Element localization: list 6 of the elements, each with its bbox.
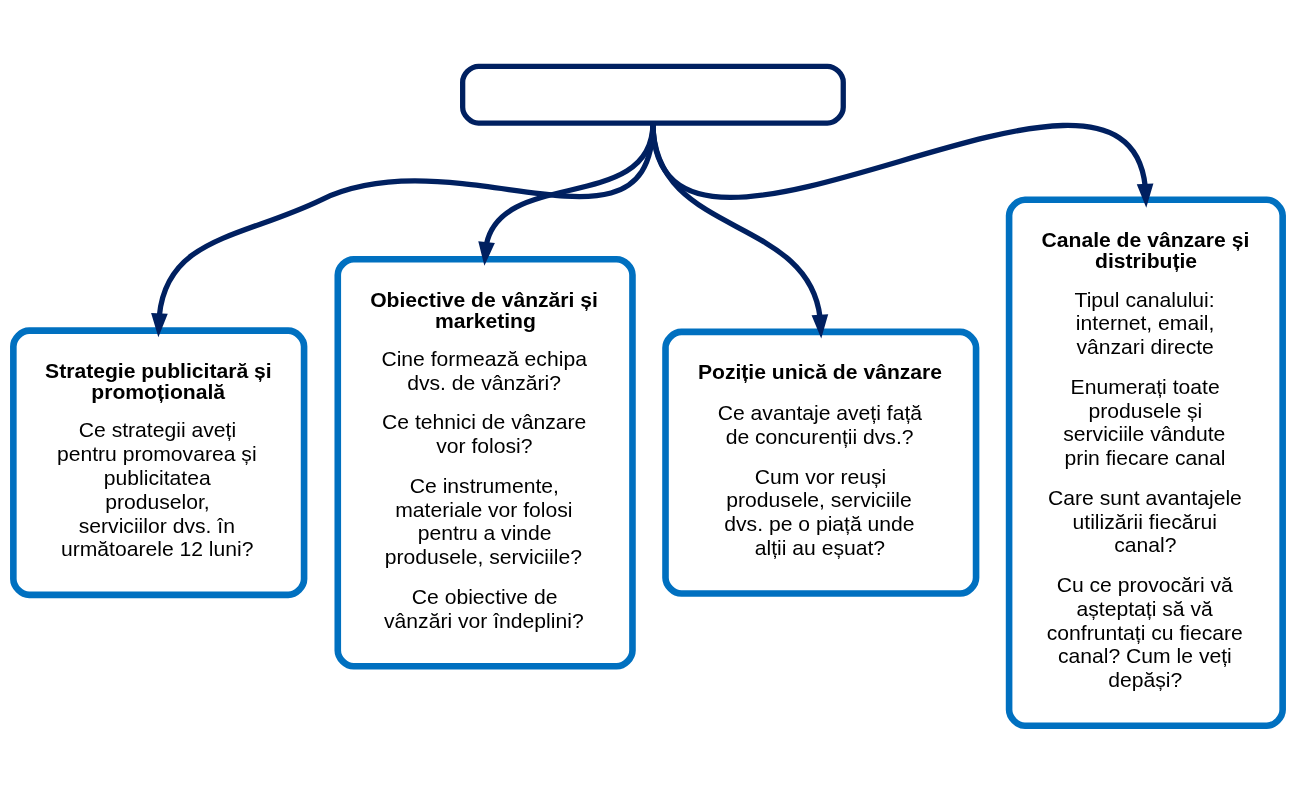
node-box: Strategie publicitară și promoțională Ce strategii aveți pentru promovarea și publicitatea produselor, serviciilor dvs. în următoarele 12 luni? — [10, 326, 308, 598]
arrow — [650, 122, 1154, 208]
node-box: Poziție unică de vânzare Ce avantaje aveți față de concurenții dvs.? Cum vor reuși produsele, serviciile dvs. pe o piață unde alții au eșuat? — [662, 328, 980, 597]
node-box: Obiective de vânzări și marketing Cine formează echipa dvs. de vânzări? Ce tehnici de vânzare vor folosi? Ce instrumente, materiale vor folosi pentru a vinde produsele, serviciile? Ce obiective de vânzări vor îndeplini? — [334, 255, 636, 670]
node-box: Canale de vânzare și distribuție Tipul canalului: internet, email, vânzari directe Enumerați toate produsele și serviciile vândute prin fiecare canal Care sunt avantajele utilizării fiecărui canal? Cu ce provocări vă așteptați să vă confruntați cu fiecare canal? Cum le veți depăși? — [1005, 195, 1286, 729]
node-box — [460, 63, 846, 126]
